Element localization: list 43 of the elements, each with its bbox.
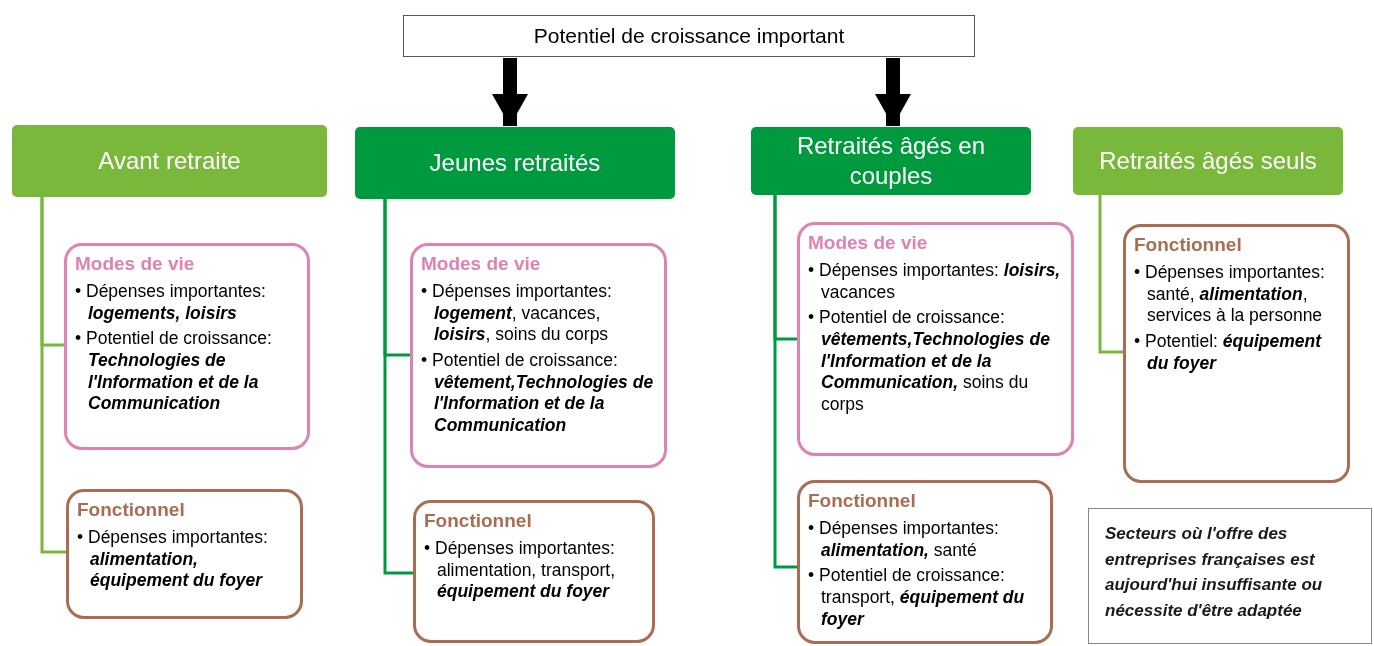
banner-text: Potentiel de croissance important: [533, 24, 845, 48]
bullet-item: • Dépenses importantes: alimentation, équipement du foyer: [77, 527, 269, 593]
info-card: [413, 500, 655, 643]
header-title: Retraités âgés en couples: [795, 131, 987, 191]
bullet-item: • Potentiel: équipement du foyer: [1134, 331, 1323, 375]
category-header: [12, 125, 327, 197]
info-card: [797, 480, 1053, 644]
info-card: [1123, 224, 1350, 483]
banner-box: [403, 15, 975, 57]
info-card: [797, 222, 1074, 456]
bullet-item: • Potentiel de croissance: vêtement,Technologies de l'Information et de la Communication: [421, 350, 655, 437]
header-title: Avant retraite: [98, 146, 241, 176]
connector-line: [1098, 195, 1123, 354]
note-text: Secteurs où l'offre des entreprises françaises est aujourd'hui insuffisante ou nécessite d'être adaptée: [1105, 524, 1323, 620]
bullet-item: • Dépenses importantes: loisirs, vacances: [808, 260, 1062, 304]
bullet-item: • Dépenses importantes: logement, vacances, loisirs, soins du corps: [421, 281, 613, 347]
connector-line: [773, 195, 797, 569]
bullet-item: • Potentiel de croissance: transport, équipement du foyer: [808, 565, 1026, 631]
category-header: [355, 127, 675, 199]
connector-line: [40, 197, 66, 554]
arrow: [875, 58, 911, 126]
section-heading: Fonctionnel: [77, 499, 186, 521]
info-card: [410, 243, 667, 468]
section-heading: Fonctionnel: [1134, 234, 1243, 256]
category-header: [751, 127, 1031, 195]
bullet-item: • Dépenses importantes: logements, loisirs: [75, 281, 267, 325]
header-title: Retraités âgés seuls: [1099, 146, 1317, 176]
bullet-item: • Dépenses importantes: alimentation, transport, équipement du foyer: [424, 538, 616, 604]
bullet-item: • Dépenses importantes: alimentation, santé: [808, 518, 1000, 562]
connector-line: [383, 199, 413, 575]
category-header: [1073, 127, 1343, 195]
info-card: [64, 243, 310, 450]
section-heading: Fonctionnel: [424, 510, 533, 532]
section-heading: Modes de vie: [808, 232, 929, 254]
section-heading: Modes de vie: [421, 253, 542, 275]
note-box: [1088, 508, 1372, 644]
bullet-item: • Potentiel de croissance: vêtements,Technologies de l'Information et de la Communication, soins du corps: [808, 307, 1051, 416]
section-heading: Fonctionnel: [808, 490, 917, 512]
bullet-item: • Potentiel de croissance: Technologies de l'Information et de la Communication: [75, 328, 273, 416]
section-heading: Modes de vie: [75, 253, 196, 275]
info-card: [66, 489, 303, 619]
header-title: Jeunes retraités: [429, 148, 601, 178]
arrow: [492, 58, 528, 126]
